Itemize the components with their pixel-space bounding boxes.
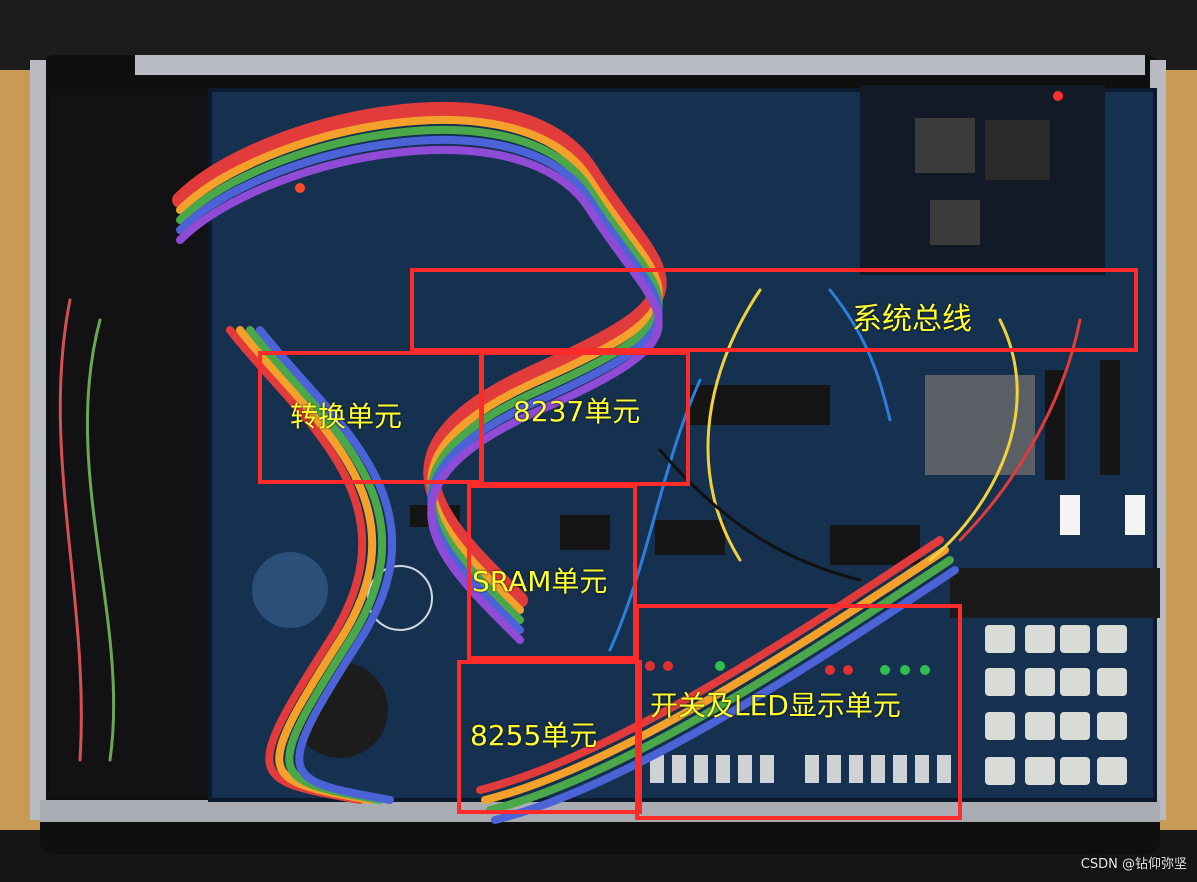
- ppi-8255-unit-box: [457, 660, 642, 814]
- watermark: CSDN @钻仰弥坚: [1080, 857, 1187, 872]
- sram-unit-box: [467, 484, 637, 660]
- system-bus-label: 系统总线: [852, 302, 972, 337]
- sram-unit-label: SRAM单元: [472, 565, 608, 598]
- switch-led-unit-label: 开关及LED显示单元: [650, 689, 901, 722]
- dma-8237-unit-label: 8237单元: [513, 395, 641, 428]
- conversion-unit-label: 转换单元: [290, 400, 403, 433]
- switch-led-unit-box: [635, 604, 962, 820]
- system-bus-box: [410, 268, 1138, 352]
- ppi-8255-unit-label: 8255单元: [470, 719, 598, 752]
